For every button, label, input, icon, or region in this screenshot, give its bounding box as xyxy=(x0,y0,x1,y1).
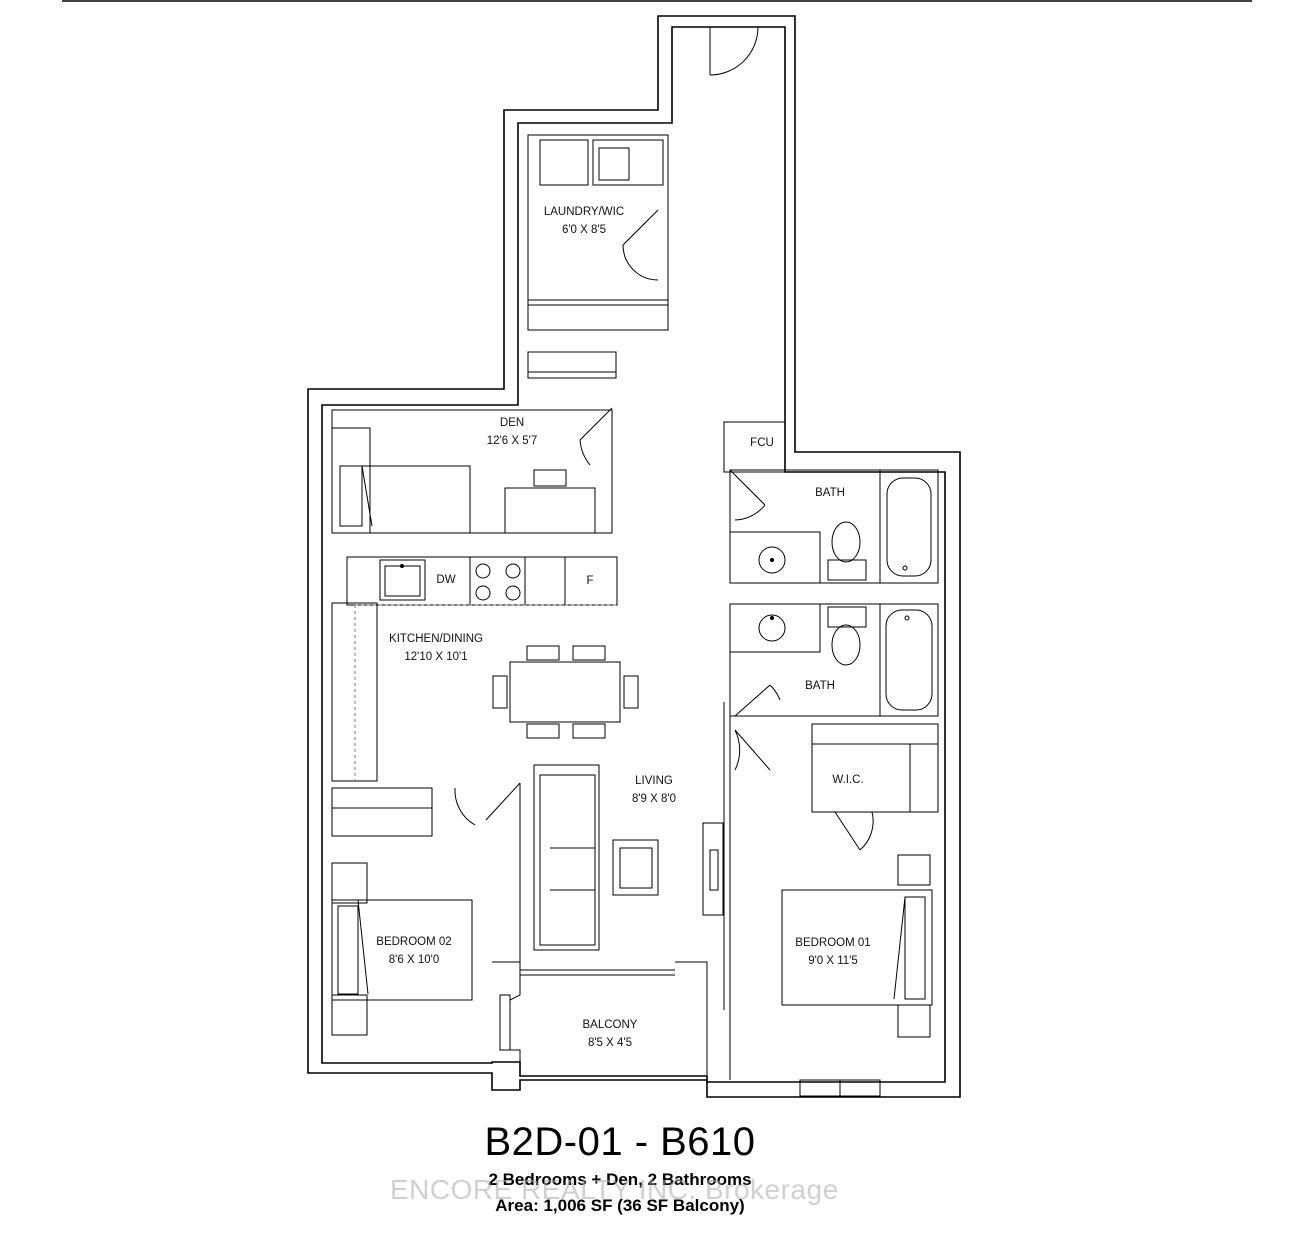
entry-door[interactable] xyxy=(709,26,759,76)
outer-wall xyxy=(307,15,961,1098)
balcony-label: BALCONY xyxy=(583,1019,638,1031)
dining-table xyxy=(492,645,639,739)
balcony-area xyxy=(492,961,708,1080)
fcu-closet xyxy=(723,421,786,473)
unit-area: Area: 1,006 SF (36 SF Balcony) xyxy=(495,1196,745,1215)
living-label: LIVING xyxy=(635,775,673,787)
bedroom-2-room xyxy=(331,782,521,1036)
living-dims: 8'9 X 8'0 xyxy=(632,793,676,805)
unit-title: B2D-01 - B610 xyxy=(484,1120,756,1164)
bedroom-2-label: BEDROOM 02 xyxy=(376,936,451,948)
bedroom-1-door[interactable] xyxy=(734,729,771,771)
unit-subtitle: 2 Bedrooms + Den, 2 Bathrooms xyxy=(488,1170,752,1189)
laundry-label: LAUNDRY/WIC xyxy=(544,206,624,218)
den-dims: 12'6 X 5'7 xyxy=(487,435,537,447)
bedroom-1-dims: 9'0 X 11'5 xyxy=(808,955,858,967)
bedroom-1-label: BEDROOM 01 xyxy=(795,937,870,949)
bath-1 xyxy=(729,469,939,584)
bath-2-label: BATH xyxy=(805,680,835,692)
living-furniture xyxy=(533,702,725,1010)
balcony-dims: 8'5 X 4'5 xyxy=(588,1037,632,1049)
laundry-dims: 6'0 X 8'5 xyxy=(562,224,606,236)
wic-label: W.I.C. xyxy=(832,774,863,786)
bath-2 xyxy=(729,603,939,717)
bedroom-2-dims: 8'6 X 10'0 xyxy=(389,954,439,966)
kitchen-label: KITCHEN/DINING xyxy=(389,633,483,645)
dishwasher-label: DW xyxy=(436,574,455,586)
fridge-label: F xyxy=(586,575,593,587)
bedroom-1-room xyxy=(729,716,933,1097)
wic-room xyxy=(811,723,939,851)
den-label: DEN xyxy=(500,417,524,429)
fcu-label: FCU xyxy=(750,437,774,449)
kitchen-dims: 12'10 X 10'1 xyxy=(404,651,467,663)
laundry-room xyxy=(527,134,669,331)
bath-1-label: BATH xyxy=(815,487,845,499)
den-room xyxy=(331,351,617,534)
kitchen-counters xyxy=(331,556,618,782)
watermark-text: ENCORE REALTY INC. Brokerage xyxy=(390,1174,839,1205)
